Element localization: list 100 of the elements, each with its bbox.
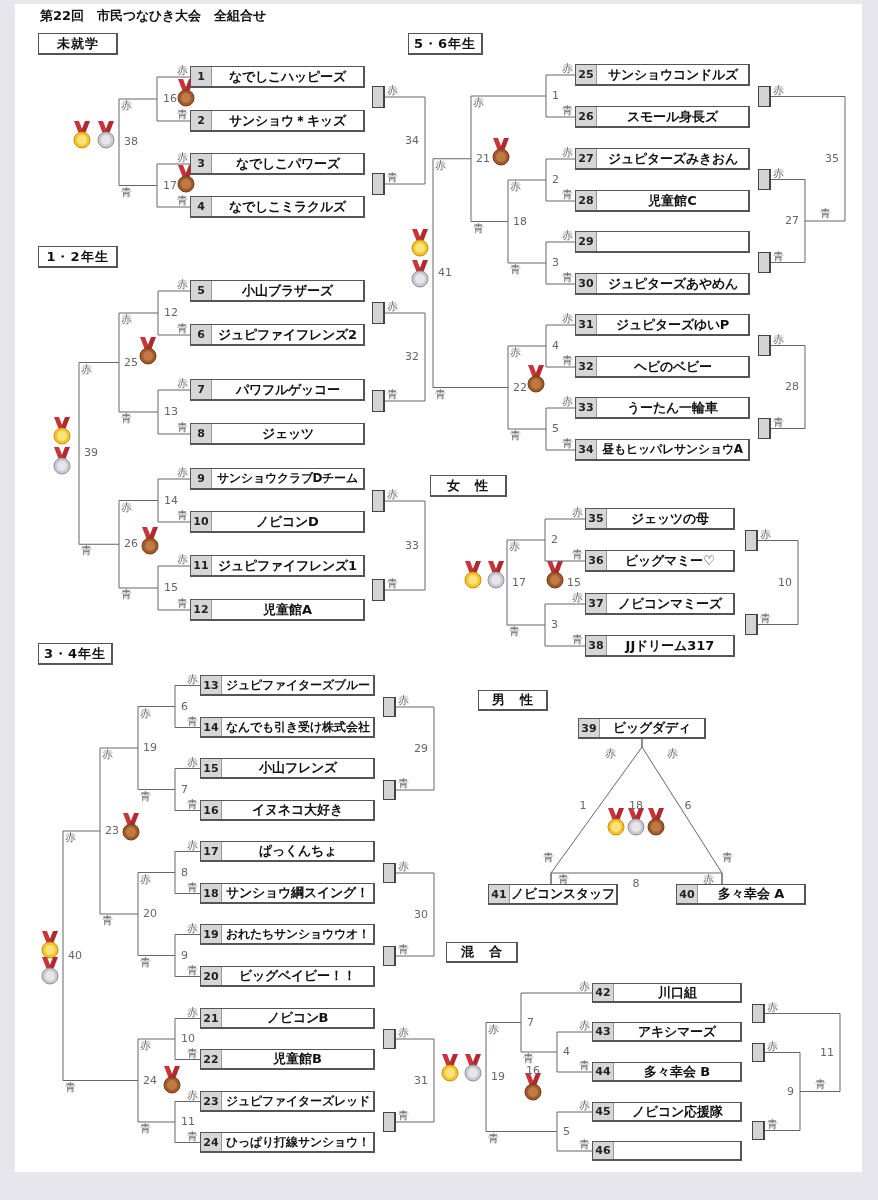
seed-number: 43 <box>593 1023 614 1040</box>
seed-number: 7 <box>191 380 212 399</box>
team-box <box>190 153 365 175</box>
match-number: 19 <box>491 1071 505 1082</box>
side-mark: 赤 <box>65 832 76 843</box>
side-mark: 赤 <box>121 100 132 111</box>
team-box <box>575 273 750 295</box>
bracket-line <box>545 158 576 202</box>
match-number: 5 <box>552 423 559 434</box>
side-mark: 赤 <box>562 63 573 74</box>
slot-box <box>383 946 396 966</box>
team-box <box>190 511 365 533</box>
bracket-label: 18 <box>629 799 643 811</box>
side-mark: 青 <box>177 510 188 521</box>
team-name: なでしこミラクルズ <box>228 197 348 216</box>
team-box <box>200 1049 375 1070</box>
seed-number: 45 <box>593 1103 614 1120</box>
side-mark: 赤 <box>177 152 188 163</box>
match-number: 5 <box>563 1125 570 1137</box>
side-mark: 青 <box>187 715 198 727</box>
side-mark: 赤 <box>387 85 398 96</box>
seed-number: 14 <box>201 718 222 736</box>
team-box <box>190 423 365 445</box>
side-mark: 赤 <box>562 396 573 407</box>
side-mark: 青 <box>177 195 188 206</box>
side-mark: 青 <box>387 389 398 400</box>
seed-number: 41 <box>489 885 510 903</box>
side-mark: 赤 <box>760 528 771 540</box>
side-mark: 赤 <box>767 1001 778 1013</box>
team-name: なんでも引き受け株式会社 <box>224 718 371 736</box>
team-name: ノビコンマミーズ <box>617 594 724 613</box>
match-number: 11 <box>820 1046 834 1058</box>
match-number: 34 <box>405 134 419 146</box>
bracket-line <box>770 179 806 263</box>
match-number: 26 <box>124 538 138 550</box>
side-mark: 赤 <box>435 159 446 171</box>
match-number: 7 <box>181 783 188 795</box>
seed-number: 30 <box>576 274 597 293</box>
bracket-line <box>395 706 435 791</box>
seed-number: 29 <box>576 232 597 251</box>
side-mark: 赤 <box>177 65 188 76</box>
team-box <box>585 508 735 530</box>
side-mark: 赤 <box>572 592 583 603</box>
bracket-line <box>384 500 426 591</box>
bracket-line <box>384 96 426 185</box>
bracket-line <box>550 872 723 885</box>
side-mark: 赤 <box>177 378 188 389</box>
seed-number: 34 <box>576 440 597 459</box>
team-name: ビッグマミー♡ <box>624 551 716 570</box>
match-number: 14 <box>164 494 178 506</box>
seed-number: 2 <box>191 111 212 130</box>
seed-number: 13 <box>201 676 222 694</box>
side-mark: 青 <box>177 422 188 433</box>
team-name: サンショウ＊キッズ <box>228 111 348 130</box>
team-name: 多々幸会 B <box>642 1063 712 1080</box>
slot-box <box>383 1029 396 1049</box>
team-box <box>592 983 742 1003</box>
team-box <box>190 280 365 302</box>
team-name: 昼もヒッパレサンショウA <box>600 441 745 458</box>
slot-box <box>745 530 758 551</box>
side-mark: 青 <box>820 208 831 219</box>
team-box <box>200 675 375 696</box>
seed-number: 31 <box>576 315 597 334</box>
side-mark: 赤 <box>510 181 521 192</box>
slot-box <box>383 697 396 717</box>
match-number: 39 <box>84 447 98 459</box>
bracket-line <box>174 934 201 977</box>
team-name: なでしこパワーズ <box>234 154 342 173</box>
team-name: ノビコンスタッフ <box>510 885 616 903</box>
bracket-line <box>544 603 586 647</box>
seed-number: 12 <box>191 600 212 619</box>
match-number: 6 <box>684 799 692 811</box>
side-mark: 青 <box>562 189 573 200</box>
bracket-line <box>556 1111 593 1152</box>
bracket-line <box>174 768 201 811</box>
team-box <box>190 66 365 88</box>
side-mark: 赤 <box>398 861 409 872</box>
side-mark: 青 <box>760 612 771 624</box>
side-mark: 赤 <box>177 467 188 478</box>
match-number: 4 <box>552 340 559 351</box>
side-mark: 赤 <box>121 501 132 513</box>
team-box <box>190 599 365 621</box>
bracket-line <box>545 74 576 118</box>
match-number: 10 <box>181 1033 195 1044</box>
side-mark: 青 <box>488 1132 499 1144</box>
team-name: 多々幸会 A <box>716 885 786 903</box>
side-mark: 赤 <box>177 279 188 290</box>
match-number: 8 <box>181 866 188 878</box>
bracket-line <box>174 1018 201 1060</box>
side-mark: 青 <box>177 598 188 609</box>
bracket-line <box>157 478 191 523</box>
side-mark: 赤 <box>140 873 151 885</box>
match-number: 11 <box>181 1116 195 1127</box>
seed-number: 19 <box>201 925 222 943</box>
seed-number: 40 <box>677 885 698 903</box>
side-mark: 赤 <box>579 981 590 992</box>
team-name: 児童館B <box>272 1050 323 1068</box>
match-number: 22 <box>513 381 527 393</box>
team-name: ヘビのベビー <box>632 357 713 376</box>
side-mark: 赤 <box>773 333 784 345</box>
